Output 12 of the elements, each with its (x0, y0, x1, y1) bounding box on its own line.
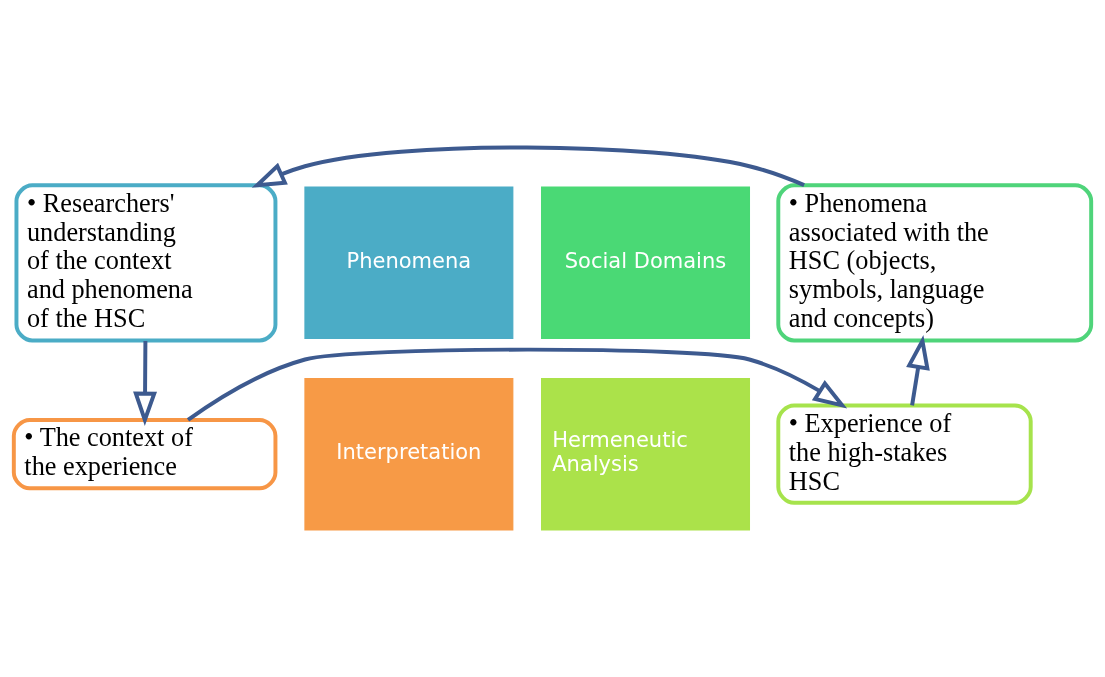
node-box: • The context of the experience (11, 418, 278, 491)
node-box: Phenomena (304, 186, 514, 340)
node-box: Hermeneutic Analysis (541, 377, 751, 531)
arrow (133, 340, 158, 426)
arrow (251, 145, 805, 188)
node-box: • Researchers' understanding of the context and phenomena of the HSC (14, 183, 278, 343)
node-box: • Experience of the high-stakes HSC (776, 403, 1033, 505)
node-box: Interpretation (304, 377, 514, 531)
arrow (186, 347, 848, 422)
node-box: • Phenomena associated with the HSC (objects, symbols, language and concepts) (776, 183, 1094, 343)
arrow (906, 335, 930, 406)
node-box: Social Domains (541, 186, 751, 340)
